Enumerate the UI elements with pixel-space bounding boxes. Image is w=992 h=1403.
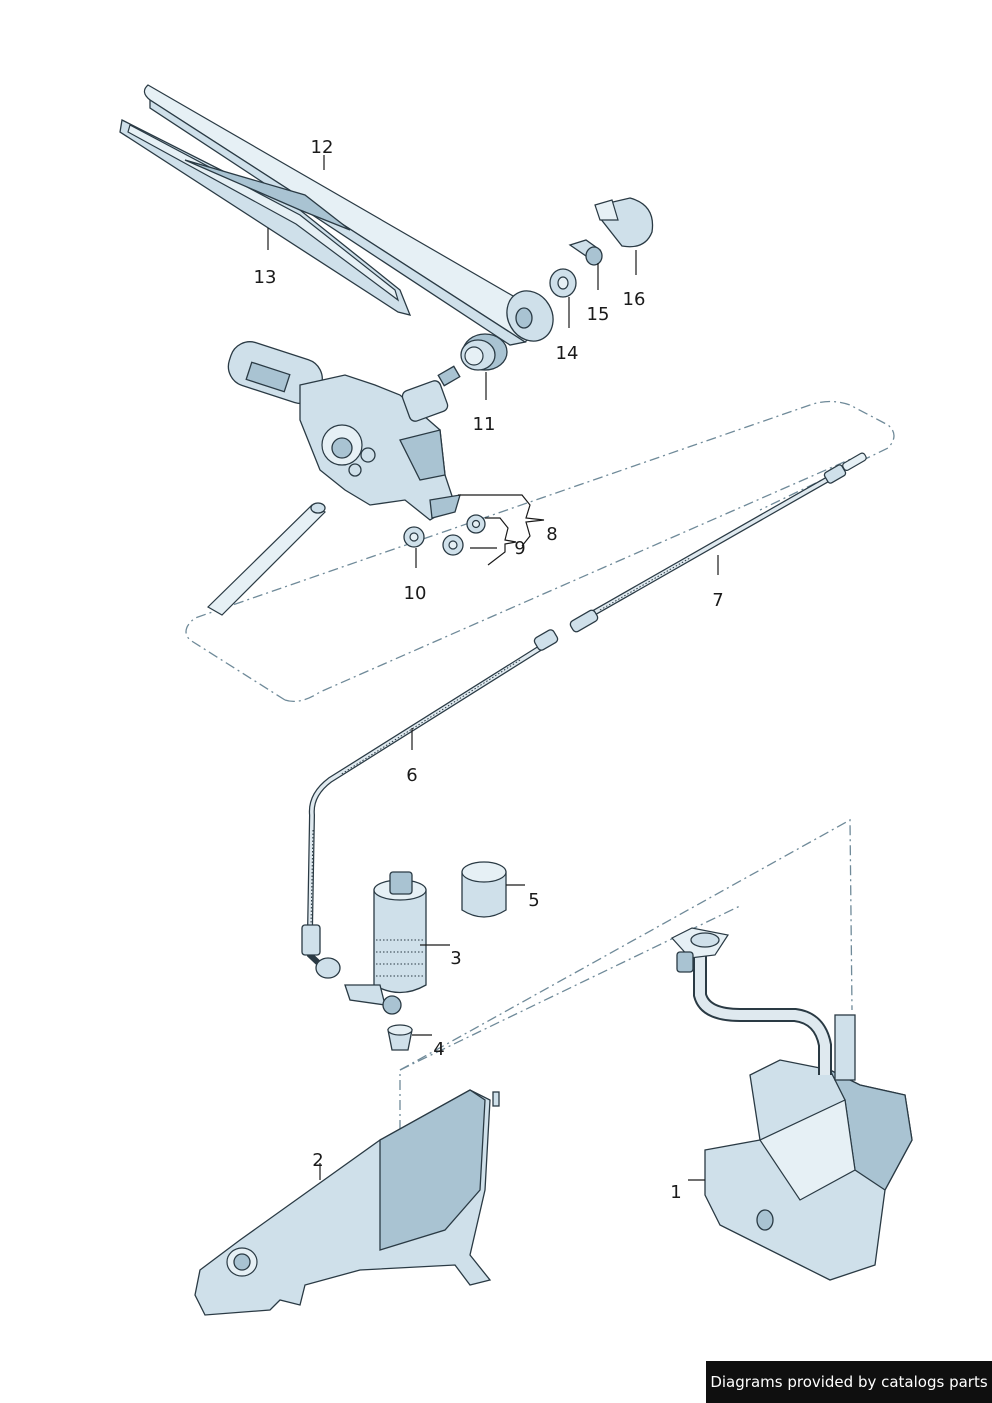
- label-11: 11: [473, 414, 496, 435]
- label-8: 8: [546, 524, 557, 545]
- label-2: 2: [312, 1150, 323, 1171]
- label-14: 14: [556, 343, 579, 364]
- label-5: 5: [528, 890, 539, 911]
- wiper-motor: [227, 341, 461, 521]
- grommet: [460, 333, 508, 371]
- label-7: 7: [712, 590, 723, 611]
- label-4: 4: [433, 1039, 444, 1060]
- label-13: 13: [254, 267, 277, 288]
- label-3: 3: [450, 948, 461, 969]
- washer-reservoir: [671, 927, 913, 1281]
- reservoir-bracket: [194, 1089, 500, 1316]
- label-15: 15: [587, 304, 610, 325]
- nuts: [403, 514, 486, 556]
- leader-lines: [267, 155, 719, 1181]
- pump-grommet: [387, 1024, 413, 1051]
- wiper-blade: [119, 119, 412, 316]
- label-9: 9: [514, 538, 525, 559]
- wiper-arm: [143, 84, 554, 346]
- part-labels: 12 13 16 15 14 11 8 9 10 7 6 5 3 4 2 1: [254, 137, 724, 1203]
- credit-banner: Diagrams provided by catalogs parts: [706, 1361, 992, 1403]
- washer-pump: [344, 871, 427, 1015]
- label-12: 12: [311, 137, 334, 158]
- seal: [461, 861, 507, 918]
- label-10: 10: [404, 583, 427, 604]
- label-1: 1: [670, 1182, 681, 1203]
- label-6: 6: [406, 765, 417, 786]
- cap-and-nut: [549, 197, 654, 298]
- hose-upper: [569, 452, 867, 633]
- rod: [207, 502, 326, 616]
- assembly-guide-lines: [185, 400, 895, 1130]
- label-16: 16: [623, 289, 646, 310]
- hose-lower: [301, 629, 559, 979]
